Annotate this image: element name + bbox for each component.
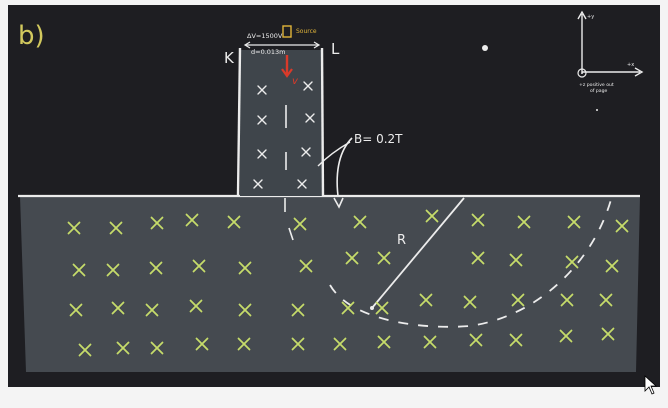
cross-mark-icon	[291, 303, 305, 317]
cross-mark-icon	[567, 215, 581, 229]
z-out-of-page-symbol	[577, 68, 587, 78]
cross-mark-icon	[257, 149, 267, 159]
accelerator-cross-grid	[253, 81, 315, 189]
cross-mark-icon	[333, 337, 347, 351]
cross-mark-icon	[299, 259, 313, 273]
trajectory-centre-point	[370, 306, 374, 310]
field-label-pointer	[336, 137, 353, 197]
velocity-label: v	[292, 76, 299, 87]
cross-mark-icon	[185, 213, 199, 227]
cross-mark-icon	[559, 329, 573, 343]
cross-mark-icon	[509, 253, 523, 267]
accelerator	[236, 25, 325, 241]
cross-mark-icon	[301, 147, 311, 157]
cross-mark-icon	[517, 215, 531, 229]
cross-mark-icon	[605, 259, 619, 273]
cross-mark-icon	[78, 343, 92, 357]
cross-mark-icon	[469, 333, 483, 347]
cross-mark-icon	[565, 255, 579, 269]
cross-mark-icon	[599, 293, 613, 307]
cross-mark-icon	[149, 261, 163, 275]
y-axis-label: +y	[587, 14, 594, 20]
cross-mark-icon	[69, 303, 83, 317]
accelerator-gap	[240, 50, 322, 196]
plate-k-label: K	[224, 49, 235, 67]
z-axis-note: of page	[590, 88, 608, 94]
gap-label: d=0.013m	[251, 48, 286, 56]
magnetic-field-region	[20, 196, 640, 372]
stray-dot	[482, 45, 488, 51]
cross-mark-icon	[192, 259, 206, 273]
cross-mark-icon	[150, 216, 164, 230]
cross-mark-icon	[195, 337, 209, 351]
cross-mark-icon	[189, 299, 203, 313]
cross-mark-icon	[67, 221, 81, 235]
cross-mark-icon	[375, 301, 389, 315]
stray-dot	[596, 109, 598, 111]
cross-mark-icon	[238, 303, 252, 317]
cross-mark-icon	[106, 263, 120, 277]
field-label: B= 0.2T	[354, 132, 403, 146]
particle-trajectory	[329, 195, 613, 328]
field-cross-grid	[67, 209, 629, 357]
radius-label: R	[397, 233, 406, 248]
beam-path	[288, 227, 294, 241]
coordinate-axes	[577, 10, 644, 78]
cross-mark-icon	[227, 215, 241, 229]
cross-mark-icon	[72, 263, 86, 277]
cross-mark-icon	[471, 251, 485, 265]
cross-mark-icon	[297, 179, 307, 189]
cross-mark-icon	[341, 301, 355, 315]
cross-mark-icon	[305, 113, 315, 123]
cross-mark-icon	[257, 115, 267, 125]
source-box	[282, 25, 292, 38]
cross-mark-icon	[109, 221, 123, 235]
cross-mark-icon	[560, 293, 574, 307]
z-axis-note: +z positive out	[579, 82, 614, 88]
field-pointer-arrowhead	[333, 197, 344, 209]
cross-mark-icon	[238, 261, 252, 275]
x-axis-label: +x	[627, 62, 634, 68]
cross-mark-icon	[377, 335, 391, 349]
plate-l	[320, 47, 325, 197]
part-label: b)	[18, 21, 45, 51]
cross-mark-icon	[253, 179, 263, 189]
cross-mark-icon	[353, 215, 367, 229]
y-axis-arrowhead	[577, 10, 587, 20]
gap-arrowhead-left	[243, 41, 251, 49]
velocity-arrowhead	[281, 68, 293, 78]
cross-mark-icon	[471, 213, 485, 227]
source-label: Source	[296, 28, 317, 35]
cross-mark-icon	[511, 293, 525, 307]
mouse-pointer-icon	[644, 375, 658, 395]
cross-mark-icon	[111, 301, 125, 315]
cross-mark-icon	[291, 337, 305, 351]
cross-mark-icon	[293, 217, 307, 231]
cross-mark-icon	[425, 209, 439, 223]
cross-mark-icon	[423, 335, 437, 349]
cross-mark-icon	[601, 327, 615, 341]
field-label-pointer-2	[317, 141, 351, 167]
radius-line	[371, 197, 465, 309]
cross-mark-icon	[345, 251, 359, 265]
cross-mark-icon	[257, 85, 267, 95]
cross-mark-icon	[377, 251, 391, 265]
voltage-label: ΔV=1500V	[247, 32, 283, 40]
cross-mark-icon	[463, 295, 477, 309]
x-axis-arrowhead	[634, 67, 644, 77]
cross-mark-icon	[237, 337, 251, 351]
z-out-of-page-dot	[581, 72, 583, 74]
plate-l-label: L	[331, 40, 340, 58]
cross-mark-icon	[145, 303, 159, 317]
cross-mark-icon	[116, 341, 130, 355]
plate-k	[236, 47, 242, 197]
gap-arrowhead-right	[313, 41, 321, 49]
cross-mark-icon	[615, 219, 629, 233]
cross-mark-icon	[509, 333, 523, 347]
cross-mark-icon	[303, 81, 313, 91]
cross-mark-icon	[150, 341, 164, 355]
cross-mark-icon	[419, 293, 433, 307]
